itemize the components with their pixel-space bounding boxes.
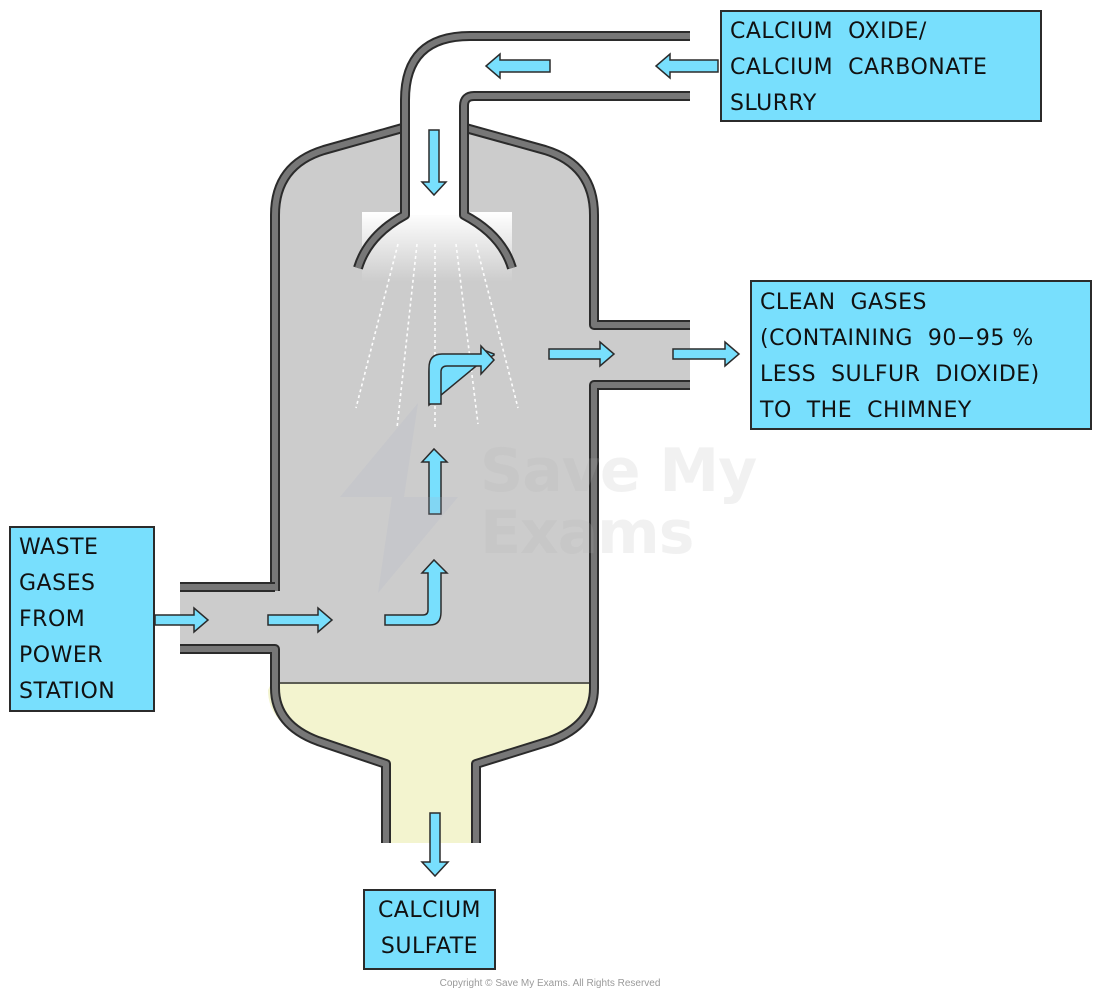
arrow-down-icon <box>420 812 450 878</box>
arrow-right-icon <box>267 606 334 634</box>
label-line: POWER <box>19 643 104 668</box>
arrow-right-icon <box>154 606 210 634</box>
label-line: GASES <box>19 571 96 596</box>
calcium-sulfate-liquid <box>268 682 594 843</box>
label-line: CLEAN GASES <box>760 290 927 315</box>
arrow-up-icon <box>420 447 449 515</box>
label-line: CALCIUM <box>377 898 482 923</box>
arrow-bend-up-icon <box>384 558 449 626</box>
label-line: LESS SULFUR DIOXIDE) <box>760 362 1040 387</box>
flow-arrows <box>154 52 741 878</box>
arrow-right-icon <box>548 340 616 368</box>
label-line: SULFATE <box>380 934 479 959</box>
label-line: STATION <box>19 679 116 704</box>
arrow-left-icon <box>484 52 551 80</box>
label-line: (CONTAINING 90−95 % <box>760 326 1034 351</box>
label-line: TO THE CHIMNEY <box>760 398 972 423</box>
spray-line <box>475 243 519 409</box>
label-slurry-inlet: CALCIUM OXIDE/ CALCIUM CARBONATE SLURRY <box>720 10 1042 122</box>
arrow-left-icon <box>654 52 719 80</box>
label-line: WASTE <box>19 535 99 560</box>
label-clean-gas-outlet: CLEAN GASES (CONTAINING 90−95 % LESS SUL… <box>750 280 1092 430</box>
label-line: FROM <box>19 607 86 632</box>
slurry-pipe-interior <box>410 30 690 215</box>
label-waste-gas-inlet: WASTE GASES FROM POWER STATION <box>9 526 155 712</box>
label-line: CALCIUM OXIDE/ <box>730 19 927 44</box>
spray-line <box>455 243 479 425</box>
arrow-right-icon <box>672 340 741 368</box>
arrow-bend-right-icon <box>428 344 496 405</box>
watermark-line: Exams <box>480 498 694 568</box>
spray-line <box>396 243 418 429</box>
spray-lines <box>355 243 519 430</box>
vessel-walls <box>180 122 690 843</box>
copyright-notice: Copyright © Save My Exams. All Rights Re… <box>439 978 661 989</box>
arrow-down-icon <box>420 129 448 197</box>
spray-line <box>355 243 399 409</box>
label-calcium-sulfate: CALCIUM SULFATE <box>363 889 496 970</box>
label-line: CALCIUM CARBONATE <box>730 55 988 80</box>
slurry-pipe <box>353 31 690 270</box>
watermark-line: Save My <box>480 436 757 506</box>
watermark: Save My Exams <box>480 436 757 568</box>
watermark-bolt-icon <box>340 403 458 593</box>
label-line: SLURRY <box>730 91 817 116</box>
